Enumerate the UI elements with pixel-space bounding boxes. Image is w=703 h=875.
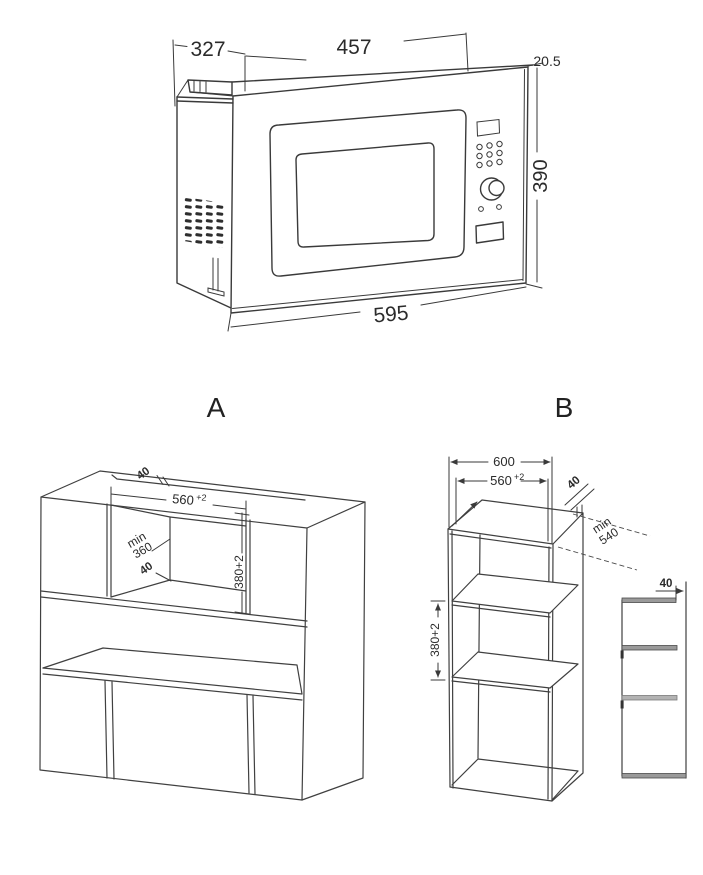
mounting-bracket xyxy=(207,257,225,297)
keypad-buttons xyxy=(476,140,503,169)
side-view-bottom-panel xyxy=(621,773,687,779)
vent-grille xyxy=(184,197,224,248)
dim-height-label: 390 xyxy=(530,159,552,192)
cabinet-a-dimensions: 40 560 +2 min 360 40 380+2 xyxy=(110,465,250,615)
dim-b-depth-min: min 540 xyxy=(590,514,621,547)
side-view-top-panel xyxy=(621,597,677,603)
dim-b-outer-width-label: 600 xyxy=(493,454,515,469)
microwave-body xyxy=(176,64,534,309)
dim-a-niche-height-label: 380+2 xyxy=(232,555,246,589)
top-vent-slot xyxy=(111,474,306,501)
dim-a-niche-width: 560 +2 xyxy=(172,491,207,508)
cabinet-b-dimensions: 600 560 +2 40 min 540 380+2 xyxy=(428,454,651,681)
dim-a-top-gap-label: 40 xyxy=(135,465,152,482)
cabinet-a-niche xyxy=(106,503,251,615)
dim-b-niche-width-tol: +2 xyxy=(514,472,524,482)
shelf-upper xyxy=(451,573,579,614)
cabinet-b-carcass xyxy=(447,499,584,802)
microwave-dimensions: 327 457 20.5 390 595 xyxy=(172,32,561,332)
section-label-b: B xyxy=(555,392,574,423)
cabinet-a-view: 40 560 +2 min 360 40 380+2 xyxy=(39,465,366,801)
control-panel xyxy=(475,118,505,244)
side-view-nub-2 xyxy=(620,700,624,709)
microwave-view: 327 457 20.5 390 595 xyxy=(172,32,561,332)
dim-a-bottom-gap-label: 40 xyxy=(138,560,155,577)
dim-a-niche-width-tol: +2 xyxy=(196,492,207,503)
dim-a-niche-width-base: 560 xyxy=(172,491,195,508)
side-view-shelf-2 xyxy=(621,695,678,701)
dim-frame-overhang-label: 20.5 xyxy=(533,53,560,69)
cabinet-b-floor xyxy=(451,758,579,801)
rotary-knob xyxy=(479,177,505,201)
dim-side-back-gap-label: 40 xyxy=(660,578,673,590)
side-view-dimensions: 40 xyxy=(655,578,684,601)
dim-b-back-gap-label: 40 xyxy=(565,474,583,491)
indicator-dot-right xyxy=(496,204,502,210)
cabinet-a-carcass xyxy=(39,470,366,801)
dim-body-width-label: 457 xyxy=(336,36,371,59)
front-frame xyxy=(230,66,529,314)
section-label-a: A xyxy=(207,392,226,423)
display xyxy=(476,118,501,137)
dim-b-section-height-label: 380+2 xyxy=(428,623,442,657)
door-window xyxy=(269,109,467,277)
indicator-dot-left xyxy=(478,206,484,212)
door-open-button xyxy=(475,221,505,244)
side-view-nub-1 xyxy=(620,650,624,659)
cabinet-b-view: 600 560 +2 40 min 540 380+2 xyxy=(428,454,651,802)
side-view-shelf-1 xyxy=(621,645,678,651)
side-view: 40 xyxy=(620,578,687,779)
dim-width-label: 595 xyxy=(373,302,410,328)
dim-a-depth-min: min 360 xyxy=(125,529,155,561)
shelf-middle xyxy=(451,651,579,689)
dim-depth-label: 327 xyxy=(190,38,225,61)
dim-b-niche-width-base: 560 xyxy=(490,473,512,488)
